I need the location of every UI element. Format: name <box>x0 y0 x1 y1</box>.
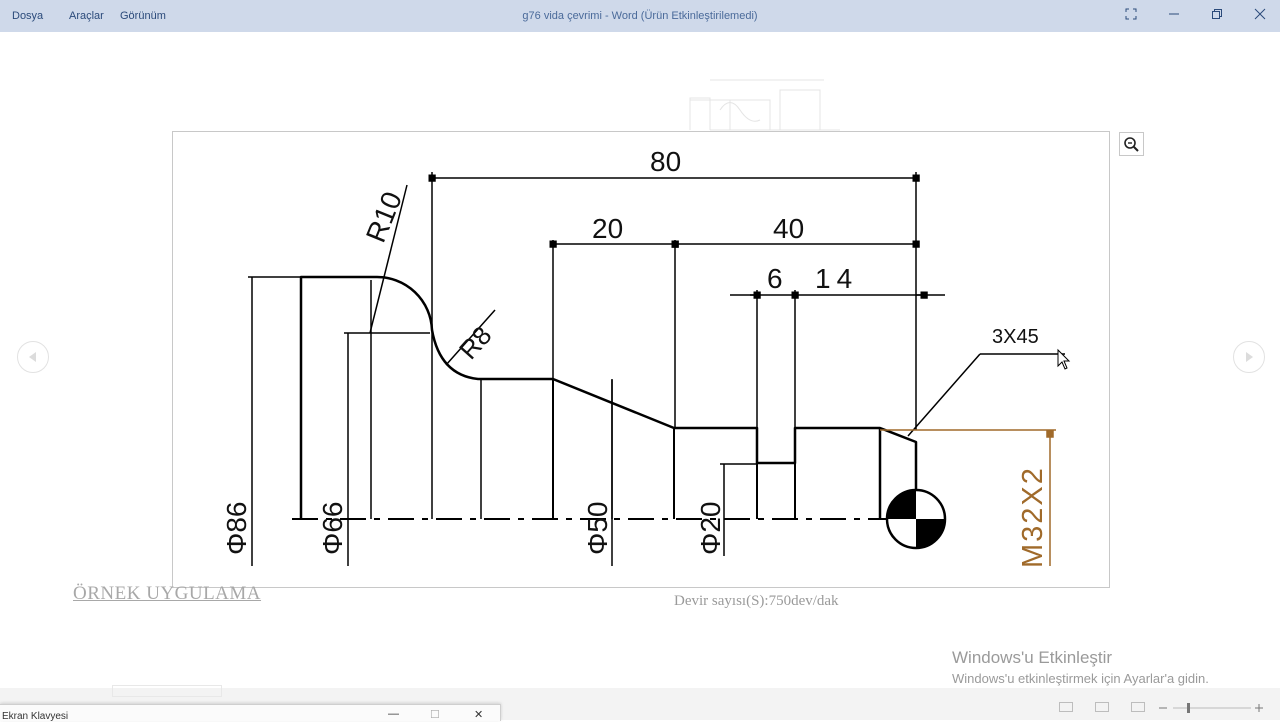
diameter-66-label: Φ66 <box>317 501 348 555</box>
example-caption: ÖRNEK UYGULAMA <box>73 583 262 604</box>
thread-label: M32X2 <box>1017 466 1049 568</box>
zoom-icon <box>1124 137 1139 152</box>
technical-drawing-image[interactable] <box>172 131 1110 588</box>
print-layout-icon[interactable] <box>1095 702 1109 712</box>
activation-watermark-subtitle: Windows'u etkinleştirmek için Ayarlar'a … <box>952 671 1209 686</box>
spindle-speed-caption: Devir sayısı(S):750dev/dak <box>674 593 839 609</box>
zoom-button[interactable] <box>1119 132 1144 156</box>
close-icon[interactable] <box>1249 6 1271 26</box>
previous-page-button[interactable] <box>17 341 49 373</box>
read-mode-icon[interactable] <box>1059 702 1073 712</box>
faint-background-drawing <box>689 79 840 131</box>
chamfer-label: 3X45 <box>992 326 1039 348</box>
diameter-50-label: Φ50 <box>582 501 613 555</box>
dimension-40: 40 <box>773 213 805 244</box>
dimension-80: 80 <box>650 146 682 177</box>
window-title: g76 vida çevrimi - Word (Ürün Etkinleşti… <box>522 10 758 22</box>
menu-gorunum[interactable]: Görünüm <box>120 10 166 22</box>
dimension-14: 14 <box>815 263 859 294</box>
dimension-6: 6 <box>767 263 783 294</box>
title-bar: Dosya Araçlar Görünüm g76 vida çevrimi -… <box>0 0 1280 32</box>
menu-dosya[interactable]: Dosya <box>12 10 44 22</box>
menu-araclar[interactable]: Araçlar <box>69 10 104 22</box>
restore-icon[interactable] <box>1206 6 1228 26</box>
minimize-icon[interactable] <box>1163 6 1185 26</box>
next-page-button[interactable] <box>1233 341 1265 373</box>
on-screen-keyboard-window[interactable]: Ekran Klavyesi — ☐ ✕ <box>0 704 501 722</box>
chevron-right-icon <box>1246 352 1253 362</box>
osk-close-icon[interactable]: ✕ <box>474 709 484 721</box>
activation-watermark-title: Windows'u Etkinleştir <box>952 648 1113 667</box>
zoom-slider[interactable] <box>1155 700 1265 716</box>
web-layout-icon[interactable] <box>1131 702 1145 712</box>
osk-minimize-icon[interactable]: — <box>388 708 399 720</box>
page-thumbnail <box>112 685 222 697</box>
chevron-left-icon <box>29 352 36 362</box>
osk-title: Ekran Klavyesi <box>2 711 69 722</box>
diameter-86-label: Φ86 <box>221 501 252 555</box>
focus-mode-icon[interactable] <box>1120 6 1142 26</box>
diameter-20-label: Φ20 <box>695 501 726 555</box>
dimension-20: 20 <box>592 213 624 244</box>
osk-maximize-icon[interactable]: ☐ <box>430 709 440 721</box>
